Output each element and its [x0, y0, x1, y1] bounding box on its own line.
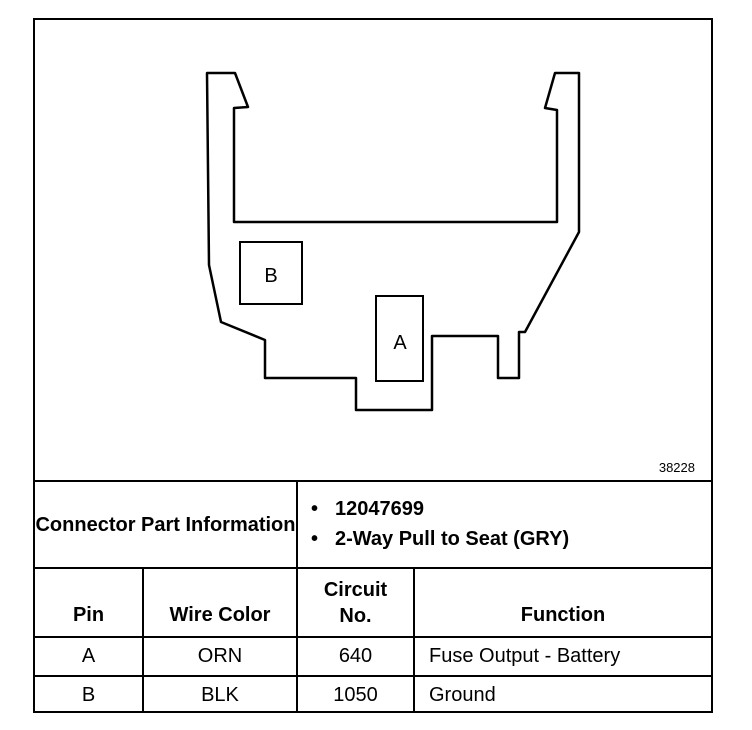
- divider-col-3: [413, 567, 415, 713]
- divider-diagram: [35, 480, 711, 482]
- header-circuit-no: Circuit No.: [323, 578, 388, 627]
- row-b-pin: B: [81, 683, 96, 706]
- connector-description: 2-Way Pull to Seat (GRY): [305, 524, 675, 554]
- connector-info-label: Connector Part Information: [35, 513, 296, 536]
- connector-face-drawing: B A: [205, 71, 581, 412]
- row-a-circuit-no: 640: [338, 645, 373, 667]
- row-a-function: Fuse Output - Battery: [429, 645, 621, 667]
- row-a-pin: A: [81, 645, 96, 667]
- divider-info-vertical: [296, 480, 298, 567]
- connector-part-number: 12047699: [305, 494, 675, 524]
- cavity-a: [375, 295, 424, 382]
- row-b-wire-color: BLK: [201, 683, 239, 706]
- divider-header: [35, 636, 711, 638]
- connector-outline: [205, 71, 581, 412]
- divider-row-a: [35, 675, 711, 677]
- divider-col-1: [142, 567, 144, 713]
- cavity-b: [239, 241, 303, 305]
- figure-number: 38228: [658, 460, 695, 475]
- row-b-function: Ground: [429, 683, 496, 706]
- divider-info: [35, 567, 711, 569]
- row-a-wire-color: ORN: [197, 645, 243, 667]
- connector-diagram: B A 38228: [35, 20, 711, 482]
- connector-info-list: 12047699 2-Way Pull to Seat (GRY): [305, 494, 675, 554]
- cavity-a-label: A: [393, 332, 407, 354]
- cavity-b-label: B: [264, 265, 277, 287]
- header-wire-color: Wire Color: [169, 604, 271, 626]
- connector-frame: B A 38228 Connector Part Information 120…: [33, 18, 713, 713]
- header-function: Function: [520, 604, 606, 626]
- header-pin: Pin: [72, 604, 105, 626]
- row-b-circuit-no: 1050: [333, 683, 378, 706]
- divider-col-2: [296, 567, 298, 713]
